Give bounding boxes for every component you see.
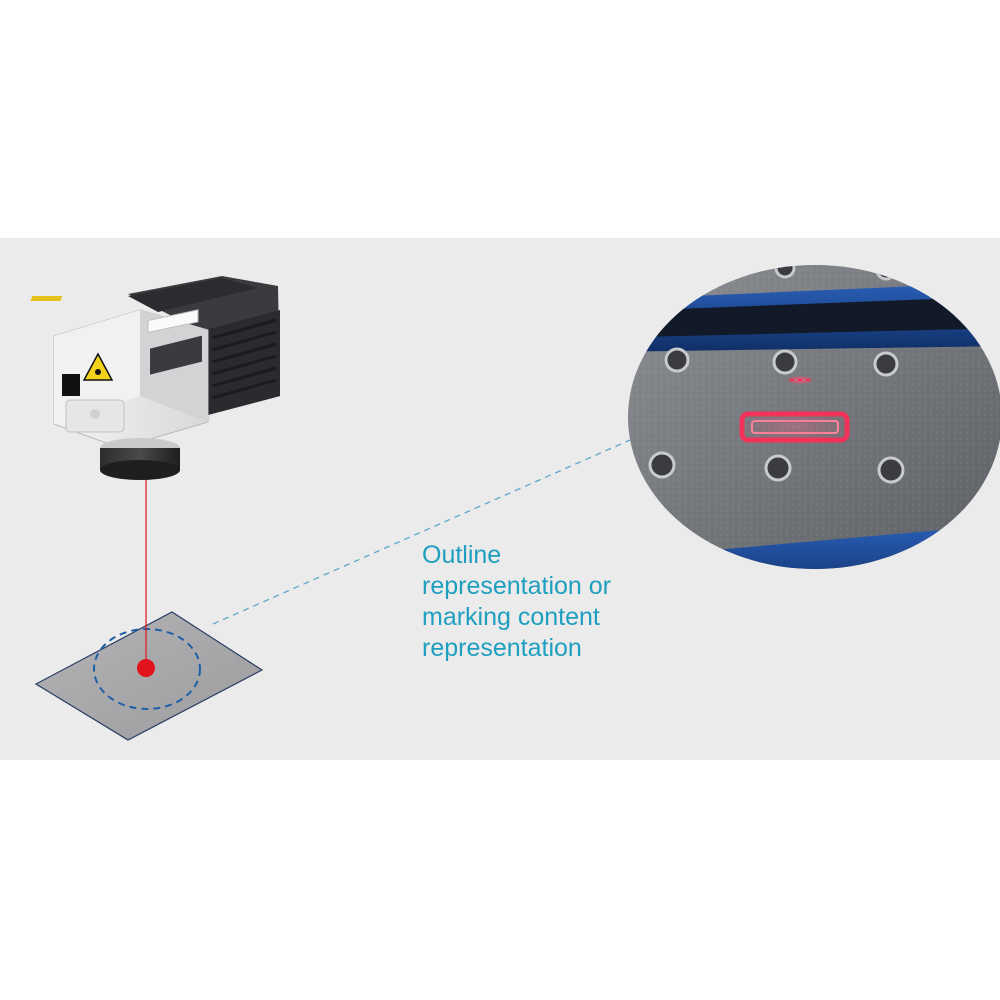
- caption-line-1: Outline: [422, 541, 502, 569]
- caption-line-2: representation or: [422, 572, 612, 600]
- marking-closeup-photo: [628, 265, 1000, 569]
- laser-marking-head-icon: [30, 276, 280, 480]
- outline-dashed-circle: [93, 628, 201, 710]
- callout-lines: [212, 439, 631, 625]
- outline-caption: Outline representation or marking conten…: [422, 540, 682, 664]
- caption-line-4: representation: [422, 634, 582, 662]
- laser-warning-icon: [82, 352, 114, 381]
- laser-spot: [137, 659, 155, 677]
- caption-line-3: marking content: [422, 603, 600, 631]
